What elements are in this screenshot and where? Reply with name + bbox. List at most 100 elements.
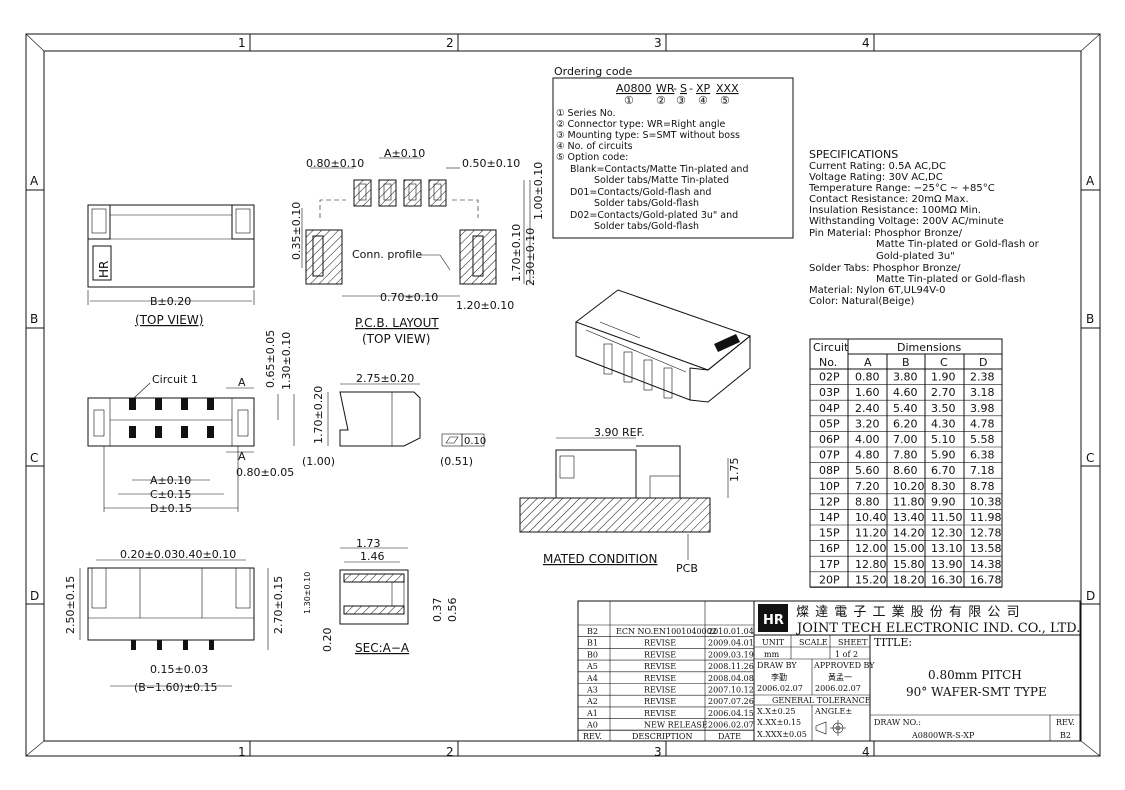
dim-0-56: 0.56 [446, 598, 459, 623]
revision-cell: REVISE [644, 662, 676, 671]
table-cell: 8.30 [931, 480, 956, 493]
ordering-line: ⑤ Option code: [556, 152, 628, 163]
col-label-2: 2 [446, 36, 454, 50]
dim-0-80-05: 0.80±0.05 [236, 466, 294, 479]
dim-2-30: 2.30±0.10 [524, 228, 537, 286]
dim-0-70: 0.70±0.10 [380, 291, 438, 304]
dim-1-30: 1.30±0.10 [280, 332, 293, 390]
ordering-line: D02=Contacts/Gold-plated 3u" and [570, 210, 738, 221]
revision-cell: 2006.04.15 [708, 709, 754, 718]
table-cell: 4.30 [931, 417, 956, 430]
table-cell: 10P [819, 480, 840, 493]
table-cell: 4.00 [855, 433, 880, 446]
spec-line: Contact Resistance: 20mΩ Max. [809, 194, 969, 205]
table-cell: 17P [819, 558, 840, 571]
dim-0-50: 0.50±0.10 [462, 157, 520, 170]
table-cell: 07P [819, 449, 840, 462]
row-label-b: B [30, 312, 38, 326]
sheet-value: 1 of 2 [835, 650, 858, 659]
table-header-dimensions: Dimensions [897, 341, 961, 354]
table-cell: 15.80 [893, 558, 925, 571]
table-cell: 6.38 [970, 449, 995, 462]
table-cell: 1.60 [855, 386, 880, 399]
drawn-date: 2006.02.07 [757, 684, 803, 693]
dim-2-50: 2.50±0.15 [64, 576, 77, 634]
dim-d-015: D±0.15 [150, 502, 192, 515]
dim-3-90-ref: 3.90 REF. [594, 426, 645, 439]
title-line-2: 90° WAFER-SMT TYPE [906, 685, 1047, 699]
approved-name: 黃孟一 [828, 672, 852, 682]
table-col-d: D [979, 356, 987, 369]
sheet-label: SHEET [838, 638, 868, 647]
hr-logo-text: HR [97, 261, 111, 278]
title-label: TITLE: [874, 636, 912, 649]
revision-cell: 2009.04.01 [708, 639, 754, 648]
revision-cell: REVISE [644, 709, 676, 718]
code-part-dash-1: - [673, 82, 677, 95]
table-cell: 05P [819, 417, 840, 430]
spec-line: Solder Tabs: Phosphor Bronze/ [809, 263, 961, 274]
dim-1-20: 1.20±0.10 [456, 299, 514, 312]
table-cell: 7.00 [893, 433, 918, 446]
dim-1-73: 1.73 [356, 537, 381, 550]
ordering-line: ④ No. of circuits [556, 141, 633, 152]
company-logo-text: HR [763, 613, 784, 628]
table-cell: 5.60 [855, 464, 880, 477]
rev-col-head: REV. [583, 732, 602, 741]
table-cell: 10.40 [855, 511, 887, 524]
unit-label: UNIT [762, 638, 785, 647]
dim-1-46: 1.46 [360, 550, 385, 563]
title-block: HR 燦 達 電 子 工 業 股 份 有 限 公 司 JOINT TECH EL… [577, 600, 1081, 742]
table-cell: 18.20 [893, 573, 925, 586]
dim-0-20: 0.20 [321, 628, 334, 653]
table-cell: 16.78 [970, 573, 1002, 586]
ordering-line: ③ Mounting type: S=SMT without boss [556, 130, 740, 141]
revision-cell: A0 [586, 721, 598, 730]
dim-c-015: C±0.15 [150, 488, 191, 501]
tolerance-label: GENERAL TOLERANCE [772, 696, 871, 705]
ordering-line: D01=Contacts/Gold-flash and [570, 187, 711, 198]
pcb-layout-drawing: 0.80±0.10 A±0.10 0.50±0.10 0.35±0.10 1.0… [290, 147, 545, 346]
code-part-1: A0800 [616, 82, 652, 95]
table-col-a: A [864, 356, 872, 369]
table-cell: 5.40 [893, 402, 918, 415]
table-col-c: C [940, 356, 948, 369]
revision-cell: 2009.03.19 [708, 650, 754, 659]
table-cell: 2.70 [931, 386, 956, 399]
table-cell: 6.70 [931, 464, 956, 477]
spec-line: Gold-plated 3u" [876, 251, 955, 262]
table-cell: 3.20 [855, 417, 880, 430]
dim-b-020: B±0.20 [150, 295, 191, 308]
table-cell: 11.50 [931, 511, 963, 524]
revision-cell: REVISE [644, 697, 676, 706]
revision-cell: A1 [586, 709, 598, 718]
table-cell: 13.10 [931, 542, 963, 555]
table-cell: 3.50 [931, 402, 956, 415]
dim-2-75: 2.75±0.20 [356, 372, 414, 385]
conn-profile-label: Conn. profile [352, 248, 422, 261]
revision-cell: 2008.04.08 [708, 674, 754, 683]
projection-symbol-icon [815, 720, 846, 736]
table-cell: 7.20 [855, 480, 880, 493]
dim-2-70: 2.70±0.15 [272, 576, 285, 634]
revision-cell: 2007.10.12 [708, 686, 754, 695]
desc-col-head: DESCRIPTION [632, 732, 692, 741]
dim-1-70-20: 1.70±0.20 [312, 386, 325, 444]
ordering-code-box: Ordering code A0800 WR - S - XP XXX ① ② … [552, 65, 794, 239]
table-cell: 11.98 [970, 511, 1002, 524]
ordering-line: ② Connector type: WR=Right angle [556, 119, 725, 130]
table-cell: 04P [819, 402, 840, 415]
table-cell: 12.30 [931, 527, 963, 540]
table-cell: 1.90 [931, 371, 956, 384]
ordering-line: Solder tabs/Matte Tin-plated [594, 175, 729, 186]
table-col-b: B [902, 356, 910, 369]
top-view-label: (TOP VIEW) [135, 313, 203, 327]
ordering-line: Solder tabs/Gold-flash [594, 221, 699, 232]
row-label-c: C [30, 451, 38, 465]
company-name-en: JOINT TECH ELECTRONIC IND. CO., LTD. [795, 621, 1080, 636]
section-aa-drawing: 1.73 1.46 1.30±0.10 0.37 0.56 0.20 SEC:A… [303, 537, 459, 655]
code-part-5: XXX [716, 82, 739, 95]
table-cell: 5.10 [931, 433, 956, 446]
table-cell: 11.20 [855, 527, 887, 540]
